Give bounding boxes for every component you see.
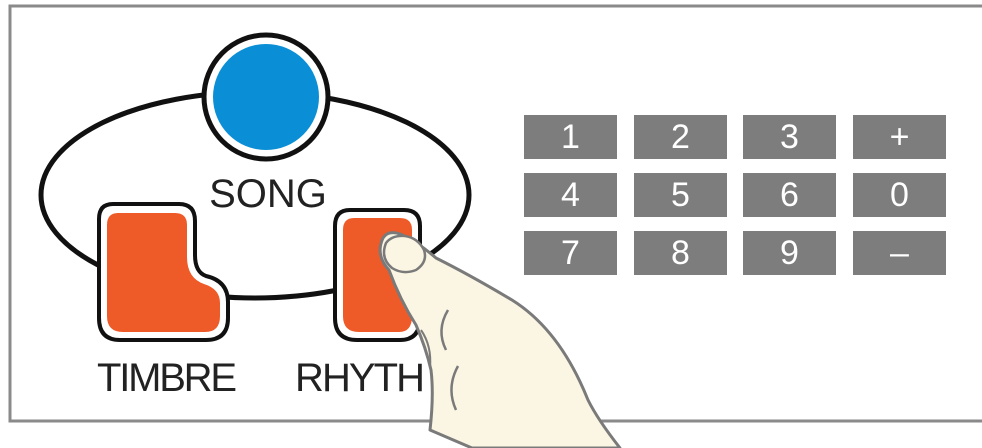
key-0[interactable]: 0 <box>853 173 946 217</box>
key-minus[interactable]: – <box>853 231 946 275</box>
key-plus[interactable]: + <box>853 115 946 159</box>
key-2[interactable]: 2 <box>634 115 727 159</box>
rhythm-label: RHYTH <box>295 356 425 400</box>
timbre-label: TIMBRE <box>97 356 237 400</box>
key-5[interactable]: 5 <box>634 173 727 217</box>
song-button[interactable] <box>204 35 328 159</box>
key-3[interactable]: 3 <box>743 115 836 159</box>
key-8[interactable]: 8 <box>634 231 727 275</box>
key-6[interactable]: 6 <box>743 173 836 217</box>
key-7[interactable]: 7 <box>524 231 617 275</box>
key-9[interactable]: 9 <box>743 231 836 275</box>
key-4[interactable]: 4 <box>524 173 617 217</box>
key-1[interactable]: 1 <box>524 115 617 159</box>
song-label: SONG <box>209 172 327 216</box>
